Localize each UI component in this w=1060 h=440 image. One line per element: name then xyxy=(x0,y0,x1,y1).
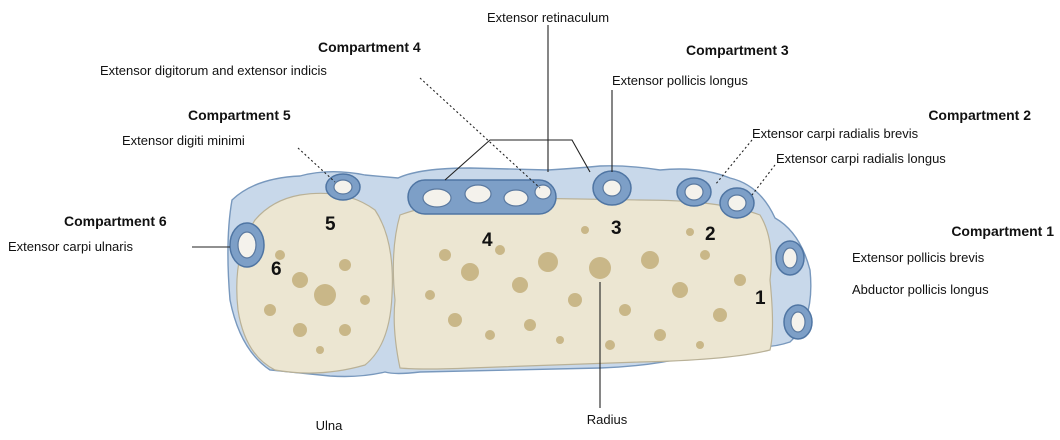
compartment-4-tendon-label: Extensor digitorum and extensor indicis xyxy=(100,63,327,78)
compartment-number-1: 1 xyxy=(755,288,766,309)
radius-bone xyxy=(393,198,772,369)
compartment-number-4: 4 xyxy=(482,230,493,251)
compartment-3-tendon-label: Extensor pollicis longus xyxy=(612,73,748,88)
compartment-1-heading: Compartment 1 xyxy=(951,223,1054,239)
ulna-label: Ulna xyxy=(316,418,344,433)
compartment-2-heading: Compartment 2 xyxy=(928,107,1031,123)
compartment-3-tendon xyxy=(593,171,631,205)
compartment-5-heading: Compartment 5 xyxy=(188,107,291,123)
compartment-number-2: 2 xyxy=(705,224,716,245)
compartment-2-tendon-label-brevis: Extensor carpi radialis brevis xyxy=(752,126,919,141)
compartment-5-tendon-label: Extensor digiti minimi xyxy=(122,133,245,148)
compartment-number-6: 6 xyxy=(271,259,282,280)
ulna-bone xyxy=(237,193,393,373)
compartment-1-tendon-label-abductor: Abductor pollicis longus xyxy=(852,282,989,297)
compartment-5-tendon xyxy=(326,174,360,200)
compartment-6-tendon-label: Extensor carpi ulnaris xyxy=(8,239,133,254)
compartment-4-heading: Compartment 4 xyxy=(318,39,421,55)
compartment-1-tendon-label-brevis: Extensor pollicis brevis xyxy=(852,250,985,265)
compartment-4-tendons xyxy=(408,180,556,214)
compartment-3-heading: Compartment 3 xyxy=(686,42,789,58)
compartment-2-tendon-label-longus: Extensor carpi radialis longus xyxy=(776,151,946,166)
compartment-number-5: 5 xyxy=(325,214,336,235)
radius-label: Radius xyxy=(587,412,628,427)
compartment-6-tendon xyxy=(230,223,264,267)
compartment-number-3: 3 xyxy=(611,218,622,239)
compartment-6-heading: Compartment 6 xyxy=(64,213,167,229)
extensor-retinaculum-label: Extensor retinaculum xyxy=(487,10,609,25)
